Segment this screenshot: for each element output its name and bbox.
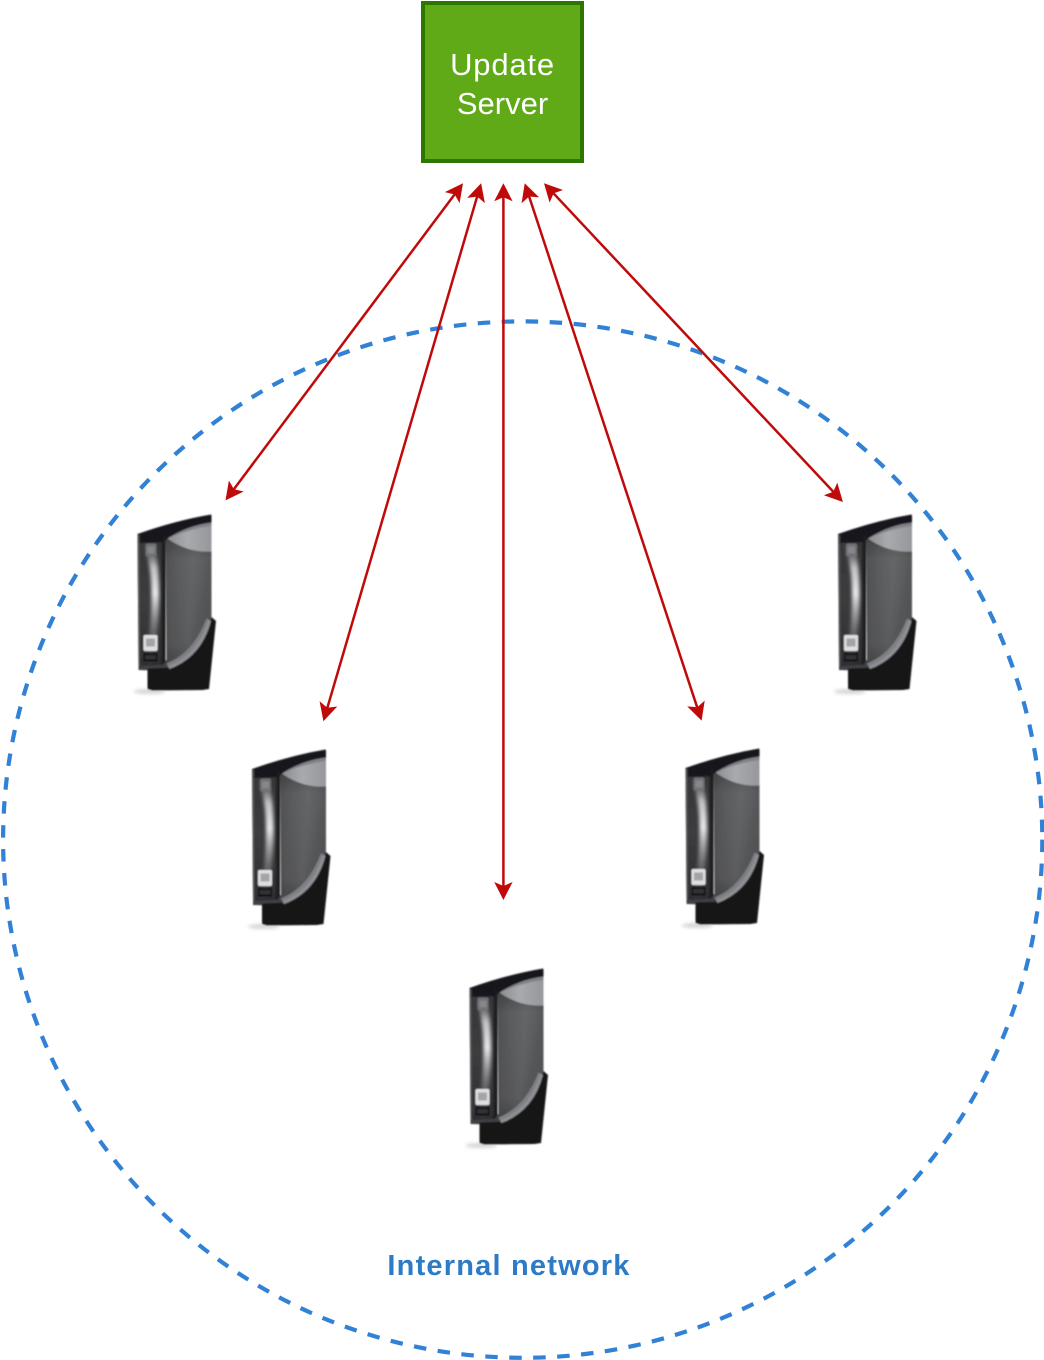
svg-text:Internal network: Internal network xyxy=(387,1250,630,1282)
svg-text:Update: Update xyxy=(450,47,555,82)
svg-text:Server: Server xyxy=(457,86,548,121)
